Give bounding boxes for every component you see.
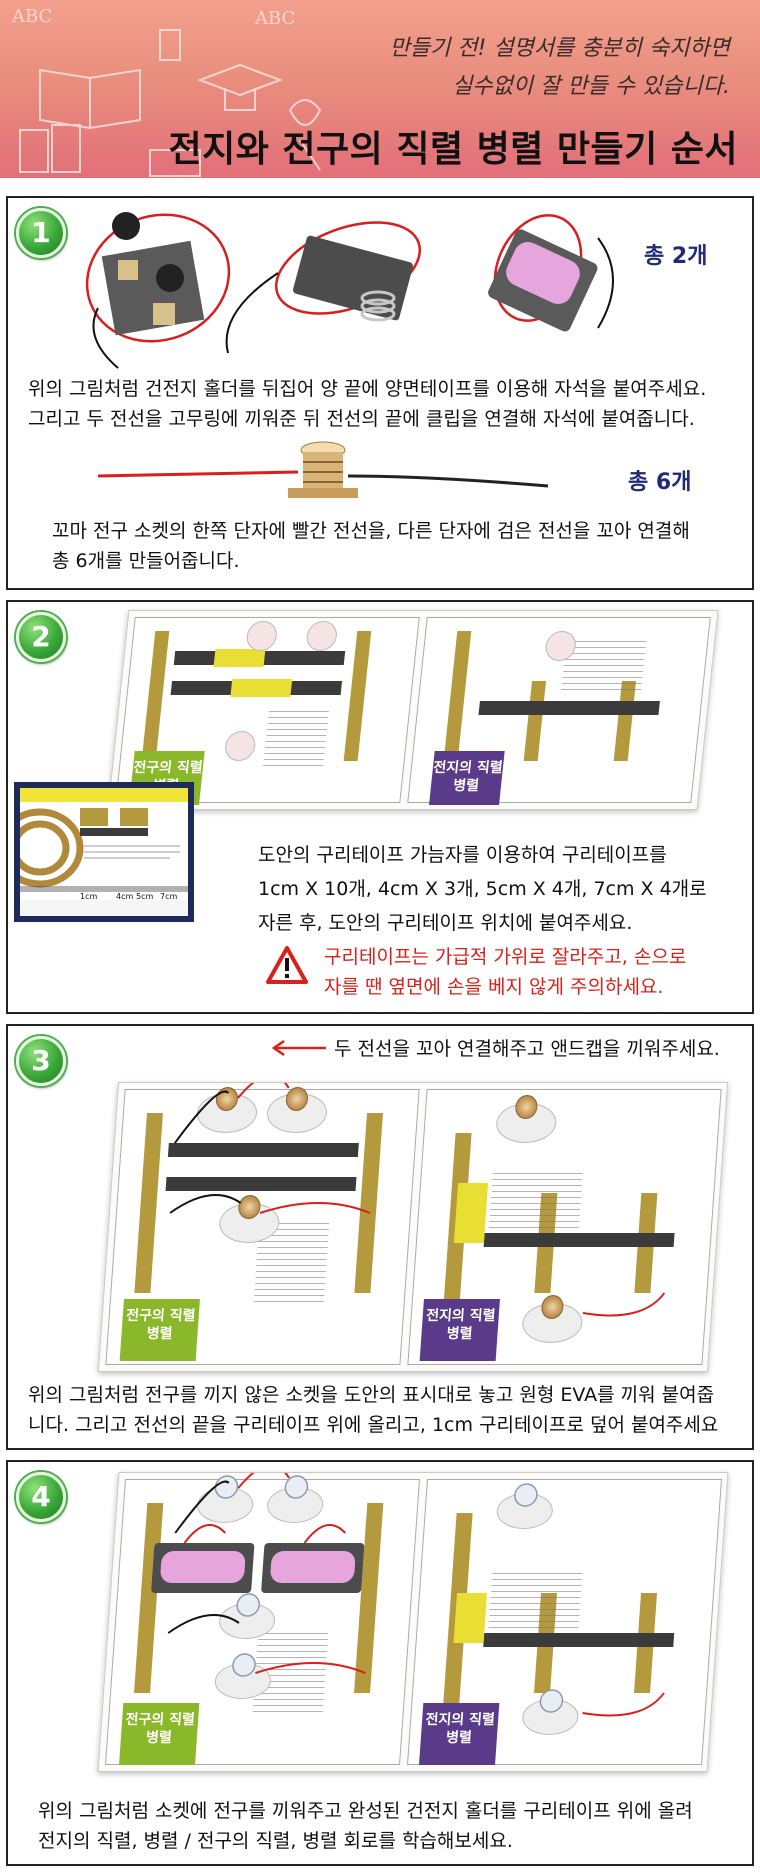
step-3-callout: 두 전선을 꼬아 연결해주고 앤드캡을 끼워주세요.: [334, 1038, 720, 1060]
step-3-text-line-2: 니다. 그리고 전선의 끝을 구리테이프 위에 올리고, 1cm 구리테이프로 …: [28, 1414, 719, 1436]
notice-text: 만들기 전! 설명서를 충분히 숙지하면 실수없이 잘 만들 수 있습니다.: [310, 30, 730, 106]
step-number-badge: 2: [16, 612, 66, 662]
circuit-board-illustration: 전구의 직렬 병렬 전지의 직렬 병렬: [107, 610, 719, 810]
step-number-badge: 1: [16, 208, 66, 258]
socket-count: 총 6개: [628, 470, 692, 495]
tape-guide-label-4cm: 4cm: [116, 892, 134, 901]
school-doodle-illustration: ABC ABC: [11, 6, 322, 177]
step-2: 2 전구의 직렬 병렬 전지의 직렬 병렬: [6, 600, 754, 1014]
tape-guide-drawing: [20, 788, 188, 916]
step-4-text-line-2: 전지의 직렬, 병렬 / 전구의 직렬, 병렬 회로를 학습해보세요.: [38, 1830, 513, 1852]
board-label-right: 전지의 직렬 병렬: [429, 751, 505, 805]
step-1-text-line-3: 꼬마 전구 소켓의 한쪽 단자에 빨간 전선을, 다른 단자에 검은 전선을 꼬…: [52, 520, 690, 542]
step-1-text-line-1: 위의 그림처럼 건전지 홀더를 뒤집어 양 끝에 양면테이프를 이용해 자석을 …: [28, 378, 707, 400]
tape-guide-inset: 1cm 4cm 5cm 7cm: [14, 782, 194, 922]
notice-line-2: 실수없이 잘 만들 수 있습니다.: [452, 74, 730, 99]
battery-holder-illustration: [85, 212, 614, 369]
step-2-text-line-1: 도안의 구리테이프 가늠자를 이용하여 구리테이프를: [258, 844, 667, 866]
wire-lines: [169, 1083, 666, 1317]
board-label-left: 전구의 직렬 병렬: [119, 1703, 200, 1765]
bulbs-and-wires: [167, 1473, 665, 1717]
step-2-text-line-2: 1cm X 10개, 4cm X 3개, 5cm X 4개, 7cm X 4개로: [258, 878, 707, 900]
step-2-warning-line-1: 구리테이프는 가급적 가위로 잘라주고, 손으로: [324, 946, 687, 968]
completed-circuit-board: 전구의 직렬 병렬 전지의 직렬 병렬: [97, 1472, 729, 1772]
warning-icon: [266, 946, 308, 984]
tape-guide-label-1cm: 1cm: [80, 892, 98, 901]
step-3-text-line-1: 위의 그림처럼 전구를 끼지 않은 소켓을 도안의 표시대로 놓고 원형 EVA…: [28, 1384, 715, 1406]
page-title: 전지와 전구의 직렬 병렬 만들기 순서: [168, 129, 738, 170]
bulb-socket-illustration: [98, 441, 549, 498]
step-3: 3 두 전선을 꼬아 연결해주고 앤드캡을 끼워주세요.: [6, 1024, 754, 1450]
svg-text:ABC: ABC: [11, 6, 52, 27]
svg-text:ABC: ABC: [254, 8, 295, 29]
step-2-warning-line-2: 자를 땐 옆면에 손을 베지 않게 주의하세요.: [324, 976, 664, 998]
step-number-badge: 3: [16, 1036, 66, 1086]
circuit-board-with-sockets: 전구의 직렬 병렬 전지의 직렬 병렬: [97, 1082, 729, 1372]
step-2-text-line-3: 자른 후, 도안의 구리테이프 위치에 붙여주세요.: [258, 912, 633, 934]
board-label-right: 전지의 직렬 병렬: [419, 1703, 500, 1765]
step-4-text-line-1: 위의 그림처럼 소켓에 전구를 끼워주고 완성된 건전지 홀더를 구리테이프 위…: [38, 1800, 693, 1822]
step-number-badge: 4: [16, 1472, 66, 1522]
board-label-left: 전구의 직렬 병렬: [119, 1299, 200, 1361]
step-4: 4: [6, 1460, 754, 1866]
tape-guide-label-5cm: 5cm: [136, 892, 154, 901]
holder-count: 총 2개: [644, 244, 708, 269]
tape-guide-label-7cm: 7cm: [160, 892, 178, 901]
step-1-text-line-4: 총 6개를 만들어줍니다.: [52, 550, 240, 572]
step-1: 1 총 2개 위의 그림처럼 건전지 홀더를 뒤집어 양 끝에 양면테이프를 이…: [6, 196, 754, 590]
step-1-text-line-2: 그리고 두 전선을 고무링에 끼워준 뒤 전선의 끝에 클립을 연결해 자석에 …: [28, 408, 695, 430]
callout-arrow-icon: [271, 1039, 326, 1057]
notice-line-1: 만들기 전! 설명서를 충분히 숙지하면: [389, 36, 730, 61]
board-label-right: 전지의 직렬 병렬: [419, 1299, 500, 1361]
header-banner: ABC ABC 만들기 전! 설명서를 충분히 숙지하면 실수없이 잘 만들 수…: [0, 0, 760, 178]
